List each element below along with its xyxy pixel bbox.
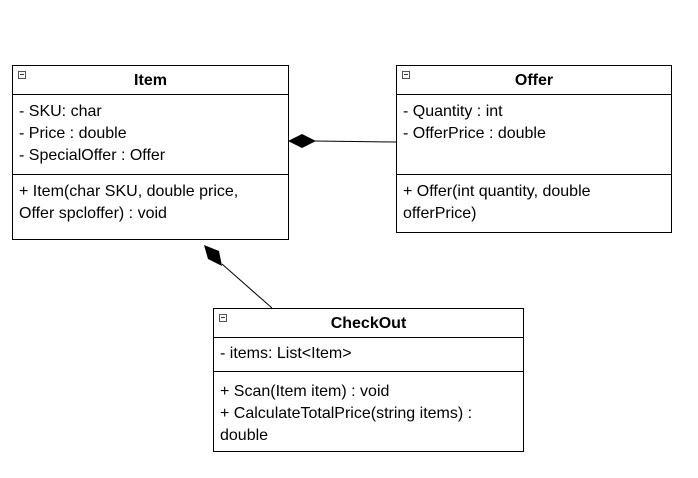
method: + CalculateTotalPrice(string items) : [220,405,473,422]
class-checkout-header: CheckOut [214,309,523,338]
class-offer-attributes: - Quantity : int - OfferPrice : double [397,95,671,175]
class-offer[interactable]: Offer - Quantity : int - OfferPrice : do… [396,65,672,233]
method: + Item(char SKU, double price, [19,183,239,200]
class-checkout-name: CheckOut [330,315,407,332]
collapse-icon[interactable] [219,314,227,322]
class-checkout[interactable]: CheckOut - items: List<Item> + Scan(Item… [213,308,524,452]
attribute: - SpecialOffer : Offer [19,147,166,164]
method: double [220,427,269,444]
attribute: - items: List<Item> [220,345,352,362]
composition-diamond-item-checkout [204,245,222,266]
class-item-name: Item [134,72,167,89]
class-offer-name: Offer [514,72,554,89]
method: + Scan(Item item) : void [220,383,390,400]
class-checkout-methods: + Scan(Item item) : void + CalculateTota… [214,372,523,447]
collapse-icon[interactable] [18,71,26,79]
class-item-header: Item [13,66,288,95]
class-item-attributes: - SKU: char - Price : double - SpecialOf… [13,95,288,175]
attribute: - OfferPrice : double [403,125,546,142]
method: offerPrice) [403,205,477,222]
collapse-icon[interactable] [402,71,410,79]
method: Offer spcloffer) : void [19,205,167,222]
class-checkout-attributes: - items: List<Item> [214,338,523,372]
composition-line-item-offer [314,140,397,143]
attribute: - SKU: char [19,103,102,120]
method: + Offer(int quantity, double [403,183,591,200]
class-item-methods: + Item(char SKU, double price, Offer spc… [13,175,288,225]
composition-diamond-item-offer [288,134,316,148]
class-offer-methods: + Offer(int quantity, double offerPrice) [397,175,671,225]
class-item[interactable]: Item - SKU: char - Price : double - Spec… [12,65,289,240]
attribute: - Price : double [19,125,127,142]
class-offer-header: Offer [397,66,671,95]
attribute: - Quantity : int [403,103,503,120]
composition-line-item-checkout [221,263,273,309]
